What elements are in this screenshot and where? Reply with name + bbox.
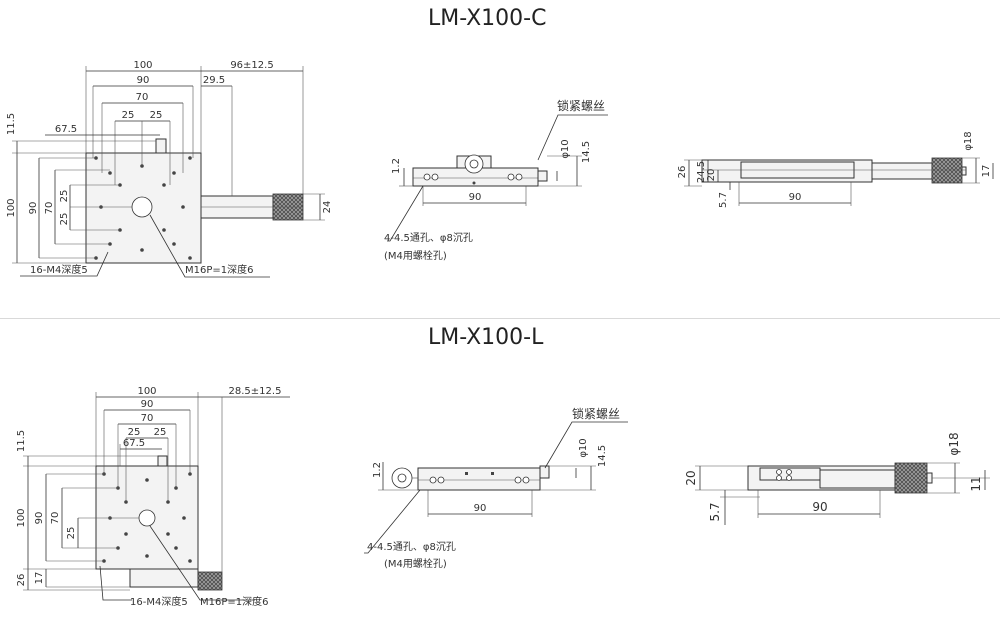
dim-bottom-side-phi10: φ10: [578, 438, 589, 457]
dim-top-plan-24: 24: [322, 201, 333, 214]
dim-bottom-side-1-2: 1.2: [372, 462, 383, 478]
dim-top-plan-v25a: 25: [59, 190, 70, 203]
bottom-lock-label: 锁紧螺丝: [572, 406, 620, 421]
note-bottom-center: M16P=1深度6: [200, 595, 269, 608]
dim-top-end-26: 26: [677, 166, 688, 179]
dim-bottom-end-90: 90: [812, 500, 827, 514]
dim-bottom-plan-25a: 25: [128, 427, 141, 438]
note-bottom-side-holes: 4-4.5通孔、φ8沉孔: [367, 540, 456, 553]
bottom-mounting-holes: [102, 472, 192, 563]
dim-top-plan-90: 90: [137, 75, 150, 86]
dim-top-plan-70: 70: [136, 92, 149, 103]
dim-bottom-plan-100: 100: [137, 386, 156, 397]
dim-top-plan-29-5: 29.5: [203, 75, 225, 86]
title-lm-x100-c: LM-X100-C: [428, 6, 547, 31]
dim-bottom-end-20: 20: [684, 470, 698, 485]
dim-top-plan-travel: 96±12.5: [230, 60, 273, 71]
dim-top-side-phi10: φ10: [560, 139, 571, 158]
dim-bottom-plan-v70: 70: [50, 512, 61, 525]
dim-bottom-plan-v25: 25: [66, 527, 77, 540]
dim-top-plan-25a: 25: [122, 110, 135, 121]
note-top-side-bolt: (M4用螺栓孔): [384, 249, 447, 262]
bottom-side-lock-screw: [539, 465, 550, 479]
dim-top-plan-67-5: 67.5: [55, 124, 77, 135]
bottom-center-hole: [138, 509, 156, 527]
dim-bottom-end-5-7: 5.7: [708, 502, 722, 521]
top-end-view: 90 26 24.5 20 5.7 φ18 17: [677, 131, 994, 208]
top-end-micrometer-knob: [931, 157, 963, 184]
top-mounting-holes: [94, 156, 192, 260]
top-lock-screw: [155, 138, 167, 154]
dim-top-plan-11-5: 11.5: [6, 113, 17, 135]
dim-top-end-24-5: 24.5: [696, 161, 707, 183]
dim-top-plan-v70: 70: [44, 202, 55, 215]
section-divider: [0, 318, 1000, 319]
top-side-lock-screw: [537, 170, 548, 182]
bottom-plan-view: 100 90 70 25 25 67.5 28.5±12.5 11.5 100 …: [16, 386, 290, 608]
top-side-view: 锁紧螺丝 φ10 14.5 1.2 90 4-4.5通孔、φ8沉孔 (M4用螺栓…: [384, 98, 608, 262]
note-top-holes: 16-M4深度5: [30, 263, 88, 276]
dim-bottom-plan-25b: 25: [154, 427, 167, 438]
dim-bottom-plan-v100: 100: [16, 508, 27, 527]
dim-bottom-plan-travel: 28.5±12.5: [229, 386, 282, 397]
bottom-lock-screw: [157, 455, 168, 467]
dim-top-side-90: 90: [469, 192, 482, 203]
top-lock-label: 锁紧螺丝: [557, 98, 605, 113]
dim-top-plan-v90: 90: [28, 202, 39, 215]
dim-bottom-plan-90: 90: [141, 399, 154, 410]
bottom-end-micrometer-knob: [894, 462, 928, 494]
dim-top-plan-v100: 100: [6, 198, 17, 217]
bottom-micrometer-knob: [197, 571, 223, 591]
top-plan-view: 100 90 70 25 25 67.5 96±12.5 29.5 11.5 1…: [6, 60, 333, 278]
dim-top-end-phi18: φ18: [963, 131, 974, 150]
bottom-side-view: 锁紧螺丝 φ10 14.5 1.2 90 4-4.5通孔、φ8沉孔 (M4用螺栓…: [364, 406, 628, 570]
dim-bottom-plan-v17: 17: [34, 572, 45, 585]
dim-bottom-end-11: 11: [969, 476, 983, 491]
dim-top-plan-100: 100: [133, 60, 152, 71]
note-bottom-holes: 16-M4深度5: [130, 595, 188, 608]
dim-top-plan-25b: 25: [150, 110, 163, 121]
dim-bottom-side-90: 90: [474, 503, 487, 514]
dim-top-end-20: 20: [706, 169, 717, 182]
dim-top-end-17: 17: [981, 165, 992, 178]
dim-top-end-5-7: 5.7: [718, 192, 729, 208]
dim-bottom-plan-v90: 90: [34, 512, 45, 525]
dim-bottom-side-14-5: 14.5: [597, 445, 608, 467]
dim-bottom-plan-70: 70: [141, 413, 154, 424]
note-top-side-holes: 4-4.5通孔、φ8沉孔: [384, 231, 473, 244]
note-bottom-side-bolt: (M4用螺栓孔): [384, 557, 447, 570]
dim-bottom-plan-v26: 26: [16, 574, 27, 587]
dim-top-side-14-5: 14.5: [581, 141, 592, 163]
dim-top-plan-v25b: 25: [59, 213, 70, 226]
bottom-side-body: [417, 467, 541, 491]
dim-bottom-plan-11-5: 11.5: [16, 430, 27, 452]
bottom-end-view: 90 20 5.7 φ18 11: [684, 432, 990, 525]
dim-top-side-1-2: 1.2: [391, 158, 402, 174]
title-lm-x100-l: LM-X100-L: [428, 325, 544, 350]
bottom-micrometer-barrel: [129, 568, 199, 588]
top-center-hole: [131, 196, 153, 218]
dim-bottom-end-phi18: φ18: [947, 432, 961, 455]
dim-top-end-90: 90: [789, 192, 802, 203]
note-top-center: M16P=1深度6: [185, 263, 254, 276]
dim-bottom-plan-67-5: 67.5: [123, 438, 145, 449]
